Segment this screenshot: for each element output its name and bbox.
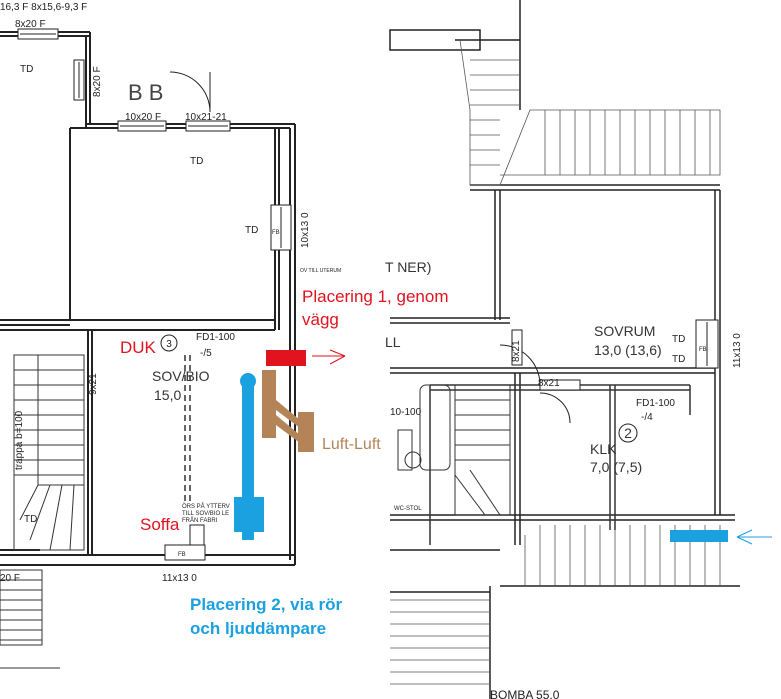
door-arcs bbox=[169, 71, 571, 424]
fd1-right-sub: -/4 bbox=[641, 412, 653, 423]
placering1-line2: vägg bbox=[302, 310, 339, 329]
right-ner-label: T NER) bbox=[385, 259, 431, 275]
duct-dashed-line bbox=[184, 355, 191, 505]
room-3-marker: 3 bbox=[160, 334, 178, 352]
right-plan-walls bbox=[389, 0, 740, 699]
blue-arrow bbox=[736, 529, 772, 545]
right-duct-lines bbox=[429, 384, 691, 545]
bottom-cut-label: BOMBA 55,0 bbox=[490, 688, 560, 699]
td-right-wall: TD bbox=[245, 225, 258, 236]
outdoor-stairs-bottom-left bbox=[0, 569, 60, 669]
placering1-line1: Placering 1, genom bbox=[302, 287, 448, 306]
ten-label: 10-100 bbox=[390, 407, 422, 418]
dim-20-bottom: 20 F bbox=[0, 573, 20, 584]
klk-name: KLK bbox=[590, 441, 617, 457]
right-stairs bbox=[397, 384, 511, 516]
red-placement-marker bbox=[266, 350, 306, 366]
note-sovbio: TILL SOV/BIO LE bbox=[182, 511, 229, 517]
placering2-line1: Placering 2, via rör bbox=[190, 595, 343, 614]
note-wall: OV TILL UTERUM bbox=[300, 268, 341, 274]
window-9x21: 9x21 bbox=[88, 373, 99, 395]
top-window-markers bbox=[17, 28, 292, 251]
window-10x20: 10x20 F bbox=[125, 112, 161, 123]
fb-right: FB bbox=[699, 347, 707, 353]
room-area-sovbio: 15,0 bbox=[154, 387, 181, 403]
luft-luft-label: Luft-Luft bbox=[322, 436, 381, 453]
dim-11x13: 11x13 0 bbox=[162, 573, 197, 584]
left-stairs bbox=[13, 354, 85, 551]
fd1-text: FD1-100 bbox=[196, 332, 235, 343]
room-2-marker: 2 bbox=[618, 423, 638, 443]
fd1-right: FD1-100 bbox=[636, 398, 675, 409]
window-8x21-b: 8x21 bbox=[538, 378, 560, 389]
window-8x20-top: 8x20 F bbox=[15, 19, 46, 30]
soffa-label: Soffa bbox=[140, 515, 180, 534]
sovrum-name: SOVRUM bbox=[594, 323, 655, 339]
fb-right-wall: FB bbox=[272, 230, 280, 236]
bb-label: B B bbox=[128, 80, 163, 105]
room-number-3: 3 bbox=[166, 339, 172, 350]
bottom-vent-box bbox=[164, 524, 206, 561]
td-bottom-left: TD bbox=[24, 514, 37, 525]
td-right-1: TD bbox=[672, 334, 685, 345]
right-ll-label: LL bbox=[385, 334, 401, 350]
sovrum-area: 13,0 (13,6) bbox=[594, 342, 662, 358]
window-8x20-vertical: 8x20 F bbox=[92, 66, 103, 97]
wc-label: WC-STOL bbox=[394, 506, 422, 512]
td-top-left: TD bbox=[20, 64, 33, 75]
brown-luft-unit bbox=[262, 370, 314, 452]
window-10x21: 10x21-21 bbox=[185, 112, 227, 123]
note-ytterv: ÖRS PÅ YTTERV bbox=[182, 503, 230, 510]
fb-bottom: FB bbox=[178, 552, 186, 558]
room-name-sovbio: SOV/BIO bbox=[152, 368, 210, 384]
fd1-sub: -/5 bbox=[200, 348, 212, 359]
trappa-label: trappa b=100 bbox=[14, 410, 25, 470]
dim-10x13: 10x13 0 bbox=[300, 212, 311, 248]
klk-area: 7,0 (7,5) bbox=[590, 459, 642, 475]
duk-label: DUK bbox=[120, 338, 157, 357]
blue-pipe-and-silencer bbox=[234, 373, 264, 540]
td-center: TD bbox=[190, 156, 203, 167]
room-number-2: 2 bbox=[624, 425, 632, 441]
right-window-markers bbox=[511, 319, 719, 391]
top-left-dims: 16,3 F 8x15,6-9,3 F bbox=[0, 2, 87, 13]
roof-hatching-bottom bbox=[390, 525, 721, 685]
note-fabri: FRÅN FABRI bbox=[182, 517, 218, 524]
red-arrow bbox=[312, 349, 346, 365]
dim-11x13-right: 11x13 0 bbox=[732, 333, 743, 368]
window-8x21: 8x21 bbox=[511, 340, 522, 362]
blue-placement-marker bbox=[670, 530, 728, 542]
placering2-line2: och ljuddämpare bbox=[190, 619, 326, 638]
roof-hatching-top bbox=[459, 39, 721, 186]
td-right-2: TD bbox=[672, 354, 685, 365]
